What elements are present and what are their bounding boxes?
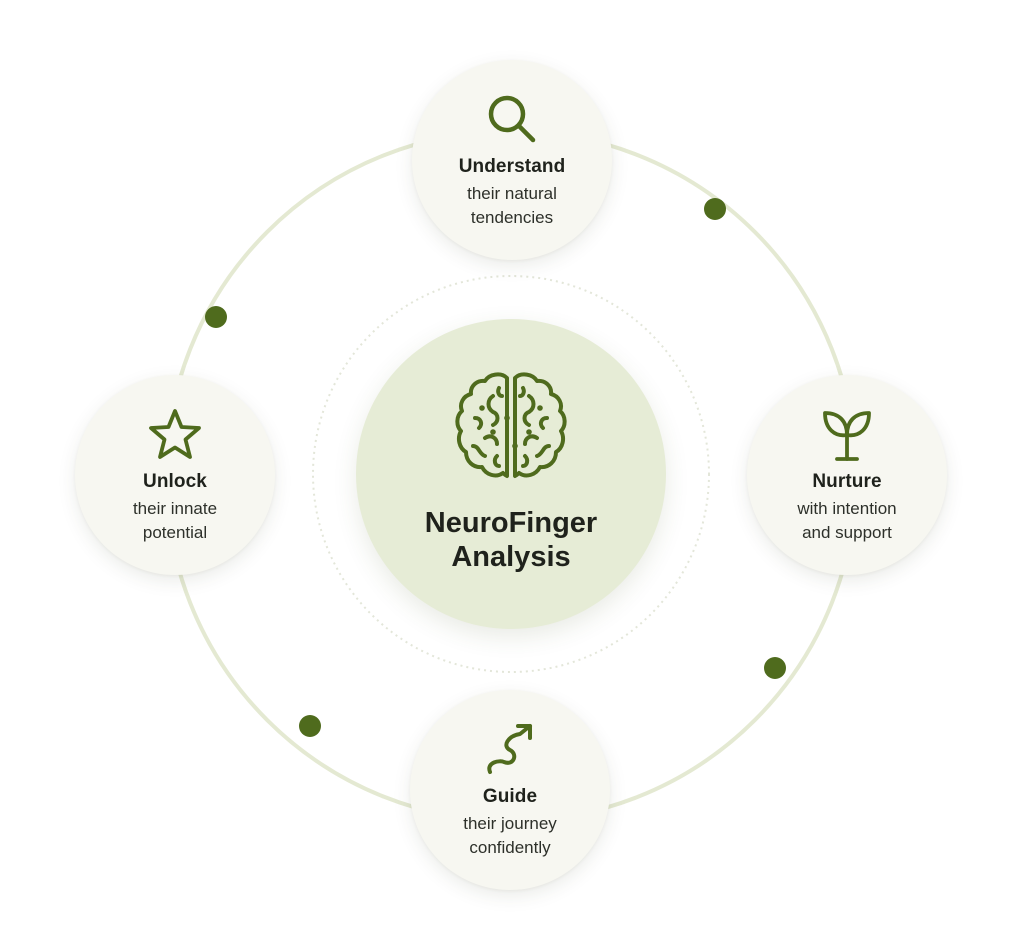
ring-dot-bottom-left <box>299 715 321 737</box>
node-text-line: confidently <box>469 838 551 857</box>
ring-dot-left-top <box>205 306 227 328</box>
node-text-line: and support <box>802 523 892 542</box>
sprout-icon <box>817 405 877 465</box>
center-title-line1: NeuroFinger <box>424 507 598 539</box>
brain-icon <box>449 368 573 492</box>
dotted-ring <box>312 275 710 673</box>
path-arrow-icon <box>480 720 540 780</box>
node-understand: Understand their natural tendencies <box>412 60 612 260</box>
node-title: Nurture <box>812 471 882 492</box>
node-text-line: their natural <box>467 184 557 203</box>
center-title-line2: Analysis <box>451 541 571 573</box>
node-text-line: potential <box>142 523 208 542</box>
node-guide: Guide their journey confidently <box>410 690 610 890</box>
magnifier-icon <box>482 90 542 150</box>
node-unlock: Unlock their innate potential <box>75 375 275 575</box>
node-text-line: their journey <box>463 814 557 833</box>
node-text-line: tendencies <box>470 208 554 227</box>
node-text-line: their innate <box>132 499 218 518</box>
node-title: Guide <box>482 786 538 807</box>
ring-dot-top-right <box>704 198 726 220</box>
ring-dot-right-bottom <box>764 657 786 679</box>
star-icon <box>145 405 205 465</box>
node-title: Understand <box>458 156 566 177</box>
node-text-line: with intention <box>797 499 897 518</box>
center-hub: NeuroFinger Analysis <box>356 319 666 629</box>
node-title: Unlock <box>143 471 207 492</box>
node-nurture: Nurture with intention and support <box>747 375 947 575</box>
